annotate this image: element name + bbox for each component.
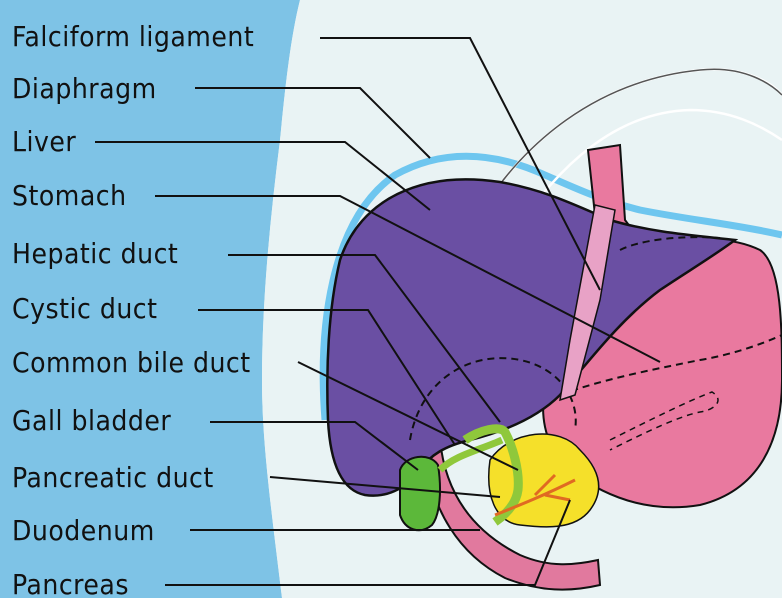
label-diaphragm: Diaphragm	[12, 72, 157, 105]
label-pancreatic-duct: Pancreatic duct	[12, 461, 214, 494]
label-cystic-duct: Cystic duct	[12, 292, 158, 325]
label-hepatic-duct: Hepatic duct	[12, 237, 178, 270]
label-gall-bladder: Gall bladder	[12, 404, 171, 437]
label-liver: Liver	[12, 125, 76, 158]
label-pancreas: Pancreas	[12, 568, 129, 598]
label-falciform-ligament: Falciform ligament	[12, 20, 254, 53]
gall-bladder-shape	[400, 457, 440, 530]
label-stomach: Stomach	[12, 179, 127, 212]
label-duodenum: Duodenum	[12, 514, 155, 547]
label-common-bile-duct: Common bile duct	[12, 346, 251, 379]
